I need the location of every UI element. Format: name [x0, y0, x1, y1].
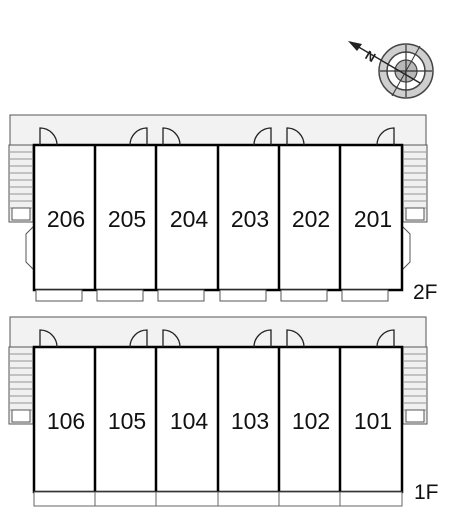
unit-labels-2f: 206 205 204 203 202 201	[47, 206, 392, 232]
unit-label: 204	[170, 206, 209, 232]
unit-label: 103	[231, 408, 269, 434]
landing-right-2f	[405, 207, 425, 221]
landing-left-2f	[11, 207, 31, 221]
unit-label: 205	[108, 206, 146, 232]
unit-label: 201	[354, 206, 392, 232]
unit-label: 106	[47, 408, 85, 434]
unit-dividers-2f	[93, 145, 342, 290]
terraces-1f	[33, 491, 403, 507]
balconies-2f	[35, 289, 389, 302]
landing-right-1f	[405, 409, 425, 423]
corridor-2f	[9, 114, 427, 146]
floor-label: 2F	[413, 281, 438, 304]
unit-label: 104	[170, 408, 209, 434]
stair-steps-1f	[10, 353, 426, 411]
unit-label: 206	[47, 206, 85, 232]
floor-1f: 106 105 104 103 102 101 1F	[8, 316, 439, 507]
unit-label: 102	[292, 408, 330, 434]
landing-left-1f	[11, 409, 31, 423]
compass-icon: N	[348, 41, 434, 99]
unit-labels-1f: 106 105 104 103 102 101	[47, 408, 392, 434]
corridor-1f	[9, 316, 427, 348]
unit-label: 203	[231, 206, 269, 232]
unit-label: 101	[354, 408, 392, 434]
unit-label: 202	[292, 206, 330, 232]
floor-label: 1F	[414, 481, 439, 504]
doors-1f	[39, 329, 395, 348]
floor-2f: 206 205 204 203 202 201 2F	[8, 114, 438, 304]
unit-dividers-1f	[93, 347, 342, 492]
unit-label: 105	[108, 408, 146, 434]
doors-2f	[39, 127, 395, 146]
